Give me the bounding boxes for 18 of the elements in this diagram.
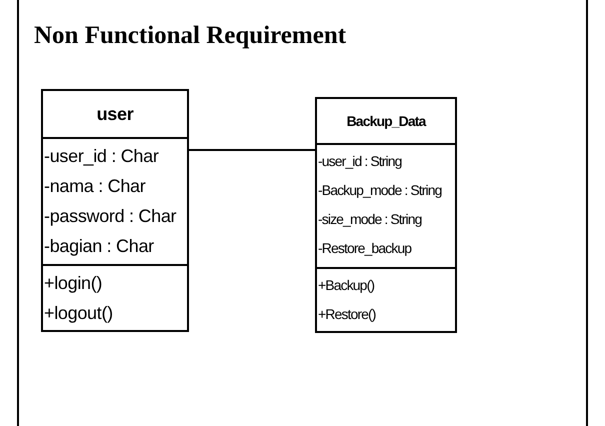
attribute-text: -Backup_mode : String (318, 181, 443, 200)
attribute-text: -size_mode : String (318, 210, 423, 229)
attribute-text: -nama : Char (44, 175, 146, 198)
slide-title: Non Functional Requirement (34, 22, 346, 50)
attribute-text: -user_id : Char (44, 145, 160, 168)
method-text: +Restore() (318, 305, 377, 324)
method-text: +logout() (44, 302, 114, 325)
attribute-text: -password : Char (44, 205, 178, 228)
class-box (41, 89, 189, 332)
class-box (315, 97, 457, 333)
method-text: +login() (44, 272, 104, 295)
attribute-text: -Restore_backup (318, 239, 412, 258)
class-name: user (96, 104, 134, 124)
method-text: +Backup() (318, 276, 376, 295)
attribute-text: -user_id : String (318, 152, 403, 171)
attribute-text: -bagian : Char (44, 235, 155, 258)
class-name: Backup_Data (346, 113, 426, 129)
association-line (189, 149, 315, 151)
